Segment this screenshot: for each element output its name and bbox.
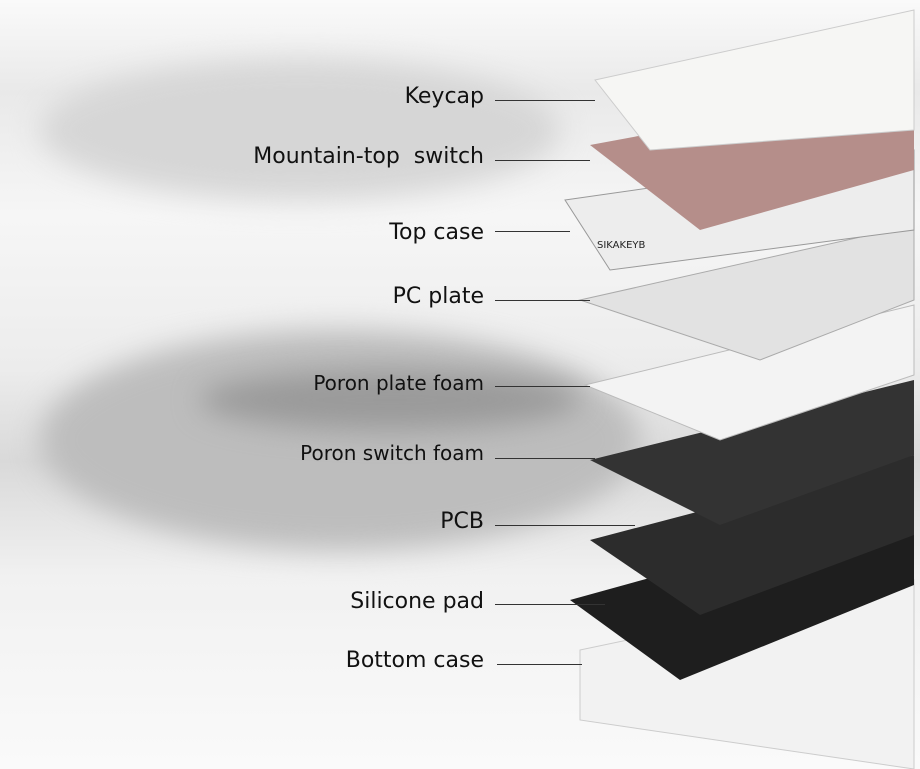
label-poron-switch-foam: Poron switch foam [300,441,484,465]
leader-line [495,231,570,232]
pc-plate [578,224,915,361]
pcb [590,455,914,615]
ink-wash [40,60,560,200]
leader-line [495,525,635,526]
label-top-case: Top case [389,220,484,245]
label-pcb: PCB [440,509,484,534]
label-pc-plate: PC plate [392,284,484,309]
keycaps [594,9,915,151]
poron-switch-foam [590,380,914,525]
leader-line [495,458,595,459]
label-poron-plate-foam: Poron plate foam [313,371,484,395]
leader-line [495,100,595,101]
top-case-logo: SIKAKEYB [597,240,646,251]
leader-line [495,604,605,605]
ink-wash [40,330,640,550]
leader-line [495,300,590,301]
label-switch: Mountain-top switch [253,144,484,169]
ink-wash [200,370,580,430]
label-keycap: Keycap [404,84,484,109]
leader-line [495,386,590,387]
label-silicone-pad: Silicone pad [350,589,484,614]
leader-line [495,160,590,161]
label-bottom-case: Bottom case [345,648,484,673]
leader-line [497,664,582,665]
